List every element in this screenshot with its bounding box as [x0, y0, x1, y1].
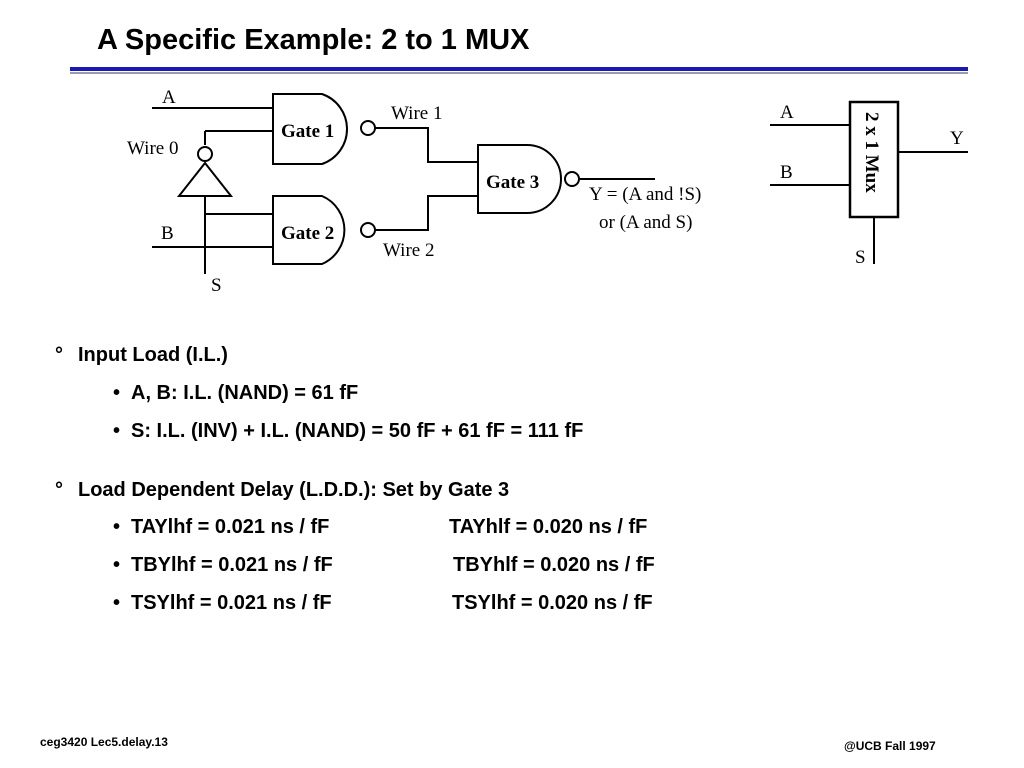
- sub-bullet-marker: •: [113, 516, 121, 538]
- bullet-ldd: ° Load Dependent Delay (L.D.D.): Set by …: [55, 479, 509, 502]
- bullet-input-load: ° Input Load (I.L.): [55, 344, 228, 367]
- tby-hlf: TBYhlf = 0.020 ns / fF: [453, 554, 655, 576]
- gate-2-nand: [272, 195, 376, 265]
- label-output-equation-2: or (A and S): [599, 212, 692, 233]
- sub-bullet-marker: •: [113, 382, 121, 404]
- mux-circuit-diagram: A Wire 0 B S Wire 1 Wire 2 Gate 1 Gate 2…: [127, 87, 968, 296]
- tsy-hlf: TSYlhf = 0.020 ns / fF: [452, 592, 653, 614]
- sub-bullet-ab-load-text: A, B: I.L. (NAND) = 61 fF: [131, 382, 359, 404]
- wire-1: [375, 127, 478, 163]
- tsy-lhf: TSYlhf = 0.021 ns / fF: [131, 592, 332, 614]
- bullet-ldd-text: Load Dependent Delay (L.D.D.): Set by Ga…: [78, 479, 510, 501]
- bullet-marker: °: [55, 344, 63, 366]
- wire-2: [375, 195, 478, 231]
- sub-bullet-tay: • TAYlhf = 0.021 ns / fF: [113, 516, 329, 539]
- mux-block: [848, 100, 900, 219]
- sub-bullet-marker: •: [113, 420, 121, 442]
- label-output-equation-1: Y = (A and !S): [589, 184, 701, 205]
- gate-1-nand: [272, 93, 376, 165]
- mux-label-b: B: [780, 162, 793, 183]
- mux-label-y: Y: [950, 128, 964, 149]
- label-input-b: B: [161, 223, 174, 244]
- footer-left: ceg3420 Lec5.delay.13: [40, 735, 168, 749]
- label-wire-0: Wire 0: [127, 138, 178, 159]
- tay-hlf: TAYhlf = 0.020 ns / fF: [449, 516, 648, 538]
- bullet-input-load-text: Input Load (I.L.): [78, 344, 228, 366]
- mux-label-s: S: [855, 247, 866, 268]
- sub-bullet-marker: •: [113, 554, 121, 576]
- label-gate-3: Gate 3: [486, 172, 539, 193]
- mux-label-a: A: [780, 102, 794, 123]
- gate-3-nand: [477, 144, 580, 214]
- label-wire-2: Wire 2: [383, 240, 434, 261]
- sub-bullet-s-load-text: S: I.L. (INV) + I.L. (NAND) = 50 fF + 61…: [131, 420, 584, 442]
- tby-lhf: TBYlhf = 0.021 ns / fF: [131, 554, 333, 576]
- tay-lhf: TAYlhf = 0.021 ns / fF: [131, 516, 330, 538]
- label-input-a: A: [162, 87, 176, 108]
- footer-right: @UCB Fall 1997: [844, 739, 936, 753]
- title-rule-grey: [70, 72, 968, 74]
- label-wire-1: Wire 1: [391, 103, 442, 124]
- page-title: A Specific Example: 2 to 1 MUX: [97, 24, 530, 56]
- sub-bullet-tby: • TBYlhf = 0.021 ns / fF: [113, 554, 333, 577]
- mux-block-label: 2 x 1 Mux: [861, 112, 882, 193]
- label-gate-1: Gate 1: [281, 121, 334, 142]
- label-gate-2: Gate 2: [281, 223, 334, 244]
- bullet-marker: °: [55, 479, 63, 501]
- sub-bullet-s-load: • S: I.L. (INV) + I.L. (NAND) = 50 fF + …: [113, 420, 583, 443]
- title-rule-blue: [70, 67, 968, 71]
- sub-bullet-tsy: • TSYlhf = 0.021 ns / fF: [113, 592, 332, 615]
- sub-bullet-ab-load: • A, B: I.L. (NAND) = 61 fF: [113, 382, 358, 405]
- label-input-s: S: [211, 275, 222, 296]
- inverter-gate: [176, 146, 234, 197]
- sub-bullet-marker: •: [113, 592, 121, 614]
